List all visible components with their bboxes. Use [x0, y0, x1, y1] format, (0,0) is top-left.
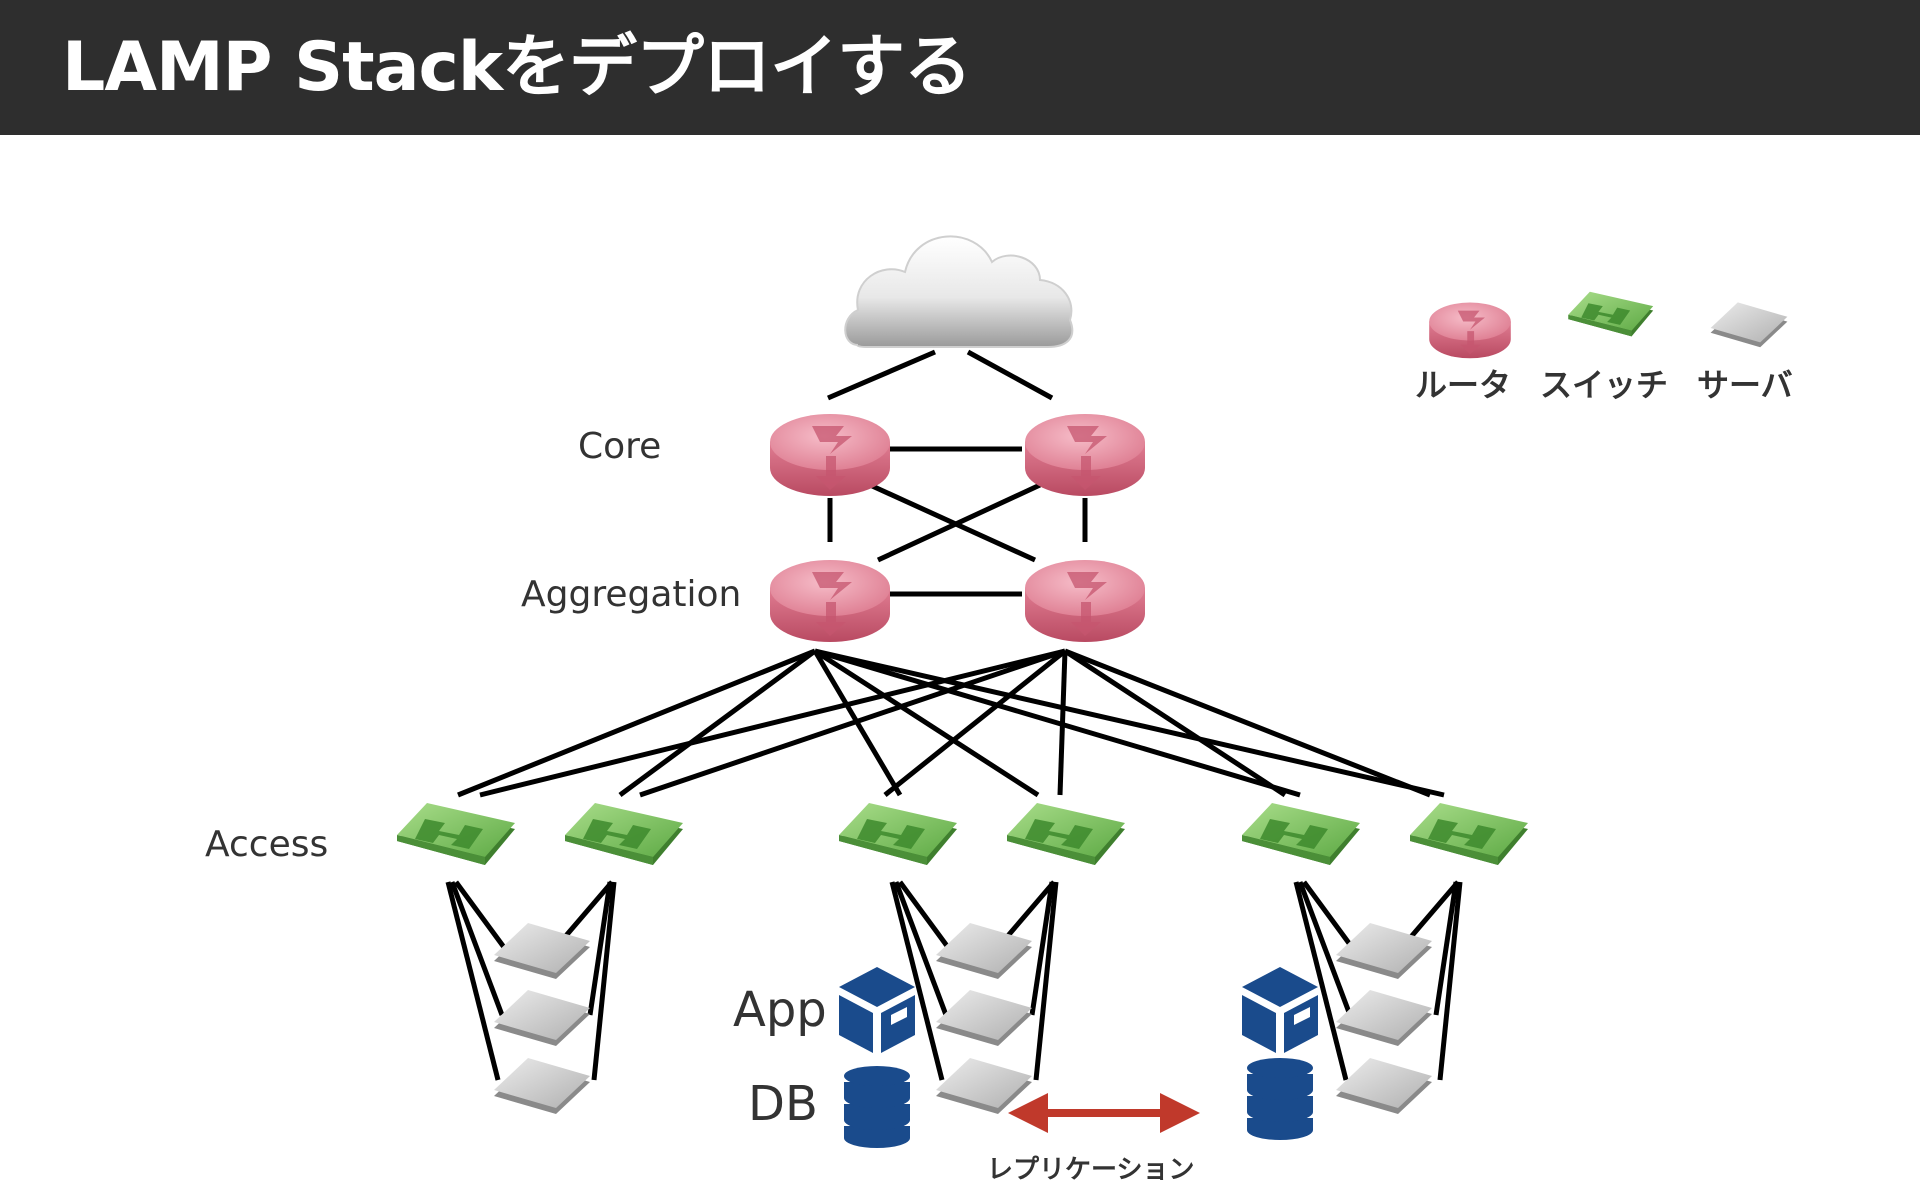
tier-label-access: Access: [205, 824, 328, 865]
database-icon: [844, 1066, 910, 1148]
page-title: LAMP Stackをデプロイする: [62, 28, 972, 107]
legend-label-router: ルータ: [1415, 366, 1511, 404]
server-icon: [494, 1058, 590, 1114]
role-label-db: DB: [748, 1076, 818, 1132]
core-router-right-icon: [1025, 414, 1145, 496]
link-cloud-core-left: [827, 349, 936, 401]
server-icon: [1336, 990, 1432, 1046]
aggregation-router-left-icon: [770, 560, 890, 642]
server-icon: [494, 990, 590, 1046]
legend-router-icon: [1429, 302, 1511, 359]
network-diagram: Core Aggregation Access App DB レプリケーション …: [205, 235, 1793, 1185]
server-icon: [494, 923, 590, 979]
aggregation-router-right-icon: [1025, 560, 1145, 642]
server-icon: [936, 923, 1032, 979]
tier-label-core: Core: [578, 426, 661, 467]
server-icon: [936, 1058, 1032, 1114]
role-label-app: App: [733, 982, 827, 1038]
access-switch-3-icon: [839, 803, 957, 865]
server-icon: [936, 990, 1032, 1046]
access-switch-4-icon: [1007, 803, 1125, 865]
link-core-right-agg-left: [876, 482, 1042, 563]
replication-label: レプリケーション: [987, 1155, 1194, 1185]
cloud-icon: [844, 235, 1074, 348]
link-cloud-core-right: [966, 349, 1054, 401]
legend-label-switch: スイッチ: [1540, 366, 1668, 404]
server-icon: [1336, 1058, 1432, 1114]
access-switch-5-icon: [1242, 803, 1360, 865]
database-icon: [1247, 1058, 1313, 1140]
app-box-icon: [1242, 967, 1318, 1053]
legend-switch-icon: [1568, 291, 1654, 337]
legend-server-icon: [1710, 302, 1788, 348]
access-switch-1-icon: [397, 803, 515, 865]
link-core-left-agg-right: [868, 482, 1037, 563]
access-switch-2-icon: [565, 803, 683, 865]
access-switch-6-icon: [1410, 803, 1528, 865]
legend: ルータ スイッチ サーバ: [1415, 291, 1793, 404]
tier-label-aggregation: Aggregation: [521, 574, 741, 615]
network-links: [445, 349, 1463, 1081]
app-box-icon: [839, 967, 915, 1053]
header-bar: LAMP Stackをデプロイする: [0, 0, 1920, 135]
core-router-left-icon: [770, 414, 890, 496]
legend-label-server: サーバ: [1697, 366, 1793, 404]
double-arrow-icon: [1008, 1093, 1200, 1133]
